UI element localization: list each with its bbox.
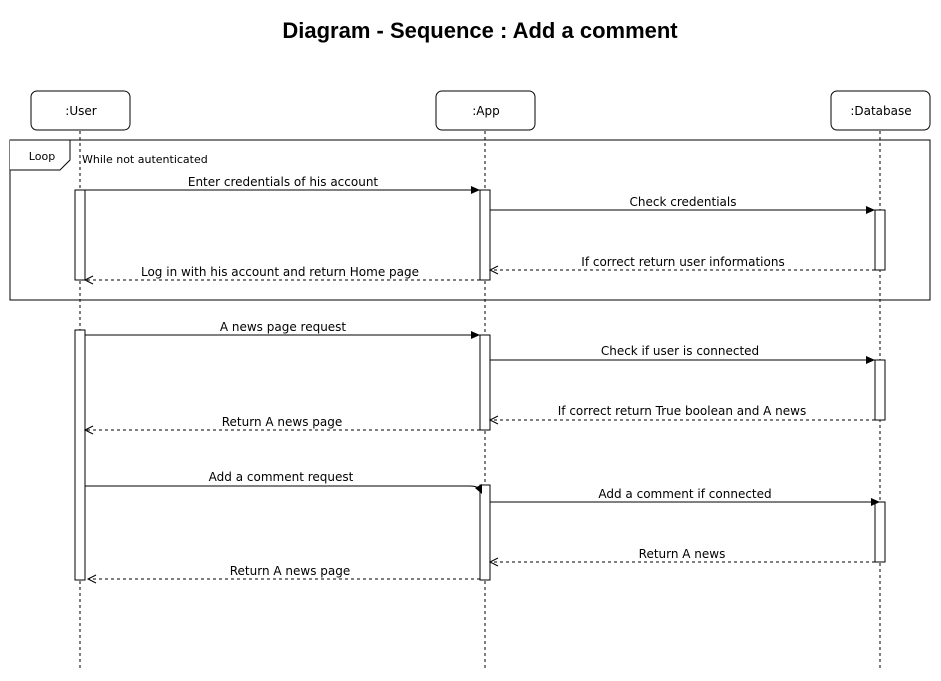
loop-frame-border	[9, 139, 931, 301]
reply-arrowhead	[488, 557, 499, 567]
message-label: If correct return user informations	[581, 255, 784, 269]
reply-arrowhead	[83, 425, 94, 435]
message-label: A news page request	[220, 320, 347, 334]
actor-database: :Database	[830, 90, 931, 131]
diagram-title: Diagram - Sequence : Add a comment	[282, 18, 678, 43]
loop-frame: Loop While not autenticated	[9, 139, 931, 301]
reply-arrowhead	[83, 275, 94, 285]
loop-frame-tab	[10, 139, 71, 171]
message-label: Add a comment request	[209, 470, 354, 484]
activation-app-2	[479, 334, 491, 431]
loop-guard: While not autenticated	[82, 153, 208, 166]
actor-app-label: :App	[472, 104, 500, 118]
actor-database-box	[830, 90, 931, 131]
message-label: Log in with his account and return Home …	[141, 265, 419, 279]
activation-db-2	[874, 359, 886, 421]
reply-arrowheads	[83, 265, 499, 584]
actor-user-box	[30, 90, 131, 131]
message-label: Return A news page	[222, 415, 343, 429]
message-arrow	[85, 485, 481, 491]
activation-user-1	[74, 189, 86, 281]
message-label: Check credentials	[630, 195, 737, 209]
message-label: Check if user is connected	[601, 344, 759, 358]
message-label: Return A news	[639, 547, 726, 561]
reply-arrowhead	[488, 415, 499, 425]
message-label: Enter credentials of his account	[188, 175, 379, 189]
reply-arrowhead	[488, 265, 499, 275]
actor-user-label: :User	[65, 104, 96, 118]
activations	[74, 189, 886, 581]
actor-app: :App	[435, 90, 536, 131]
message-label: If correct return True boolean and A new…	[558, 404, 806, 418]
actor-database-label: :Database	[850, 104, 911, 118]
message-label: Add a comment if connected	[598, 487, 771, 501]
message-arrowhead	[475, 484, 482, 494]
activation-app-3	[479, 484, 491, 581]
messages: Enter credentials of his account Check c…	[85, 175, 880, 580]
actor-user: :User	[30, 90, 131, 131]
loop-frame-label: Loop	[29, 150, 55, 163]
activation-user-2	[74, 329, 86, 581]
reply-arrowhead	[86, 574, 97, 584]
activation-db-3	[874, 501, 886, 563]
actor-app-box	[435, 90, 536, 131]
message-label: Return A news page	[230, 564, 351, 578]
activation-db-1	[874, 209, 886, 271]
activation-app-1	[479, 189, 491, 281]
